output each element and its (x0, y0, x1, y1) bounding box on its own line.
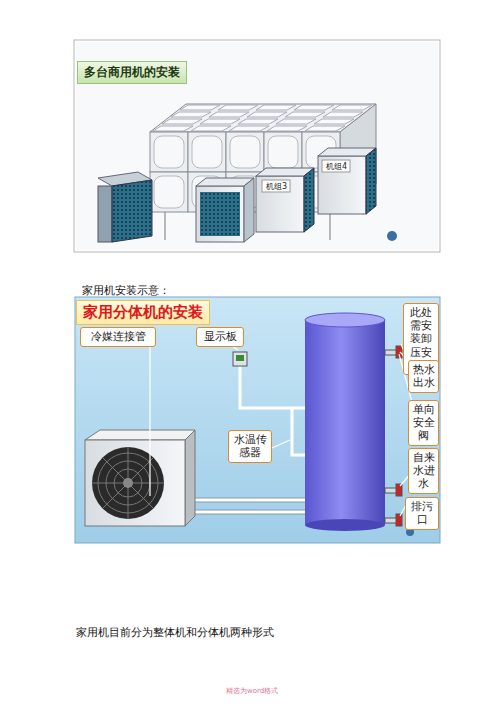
heat-pump-unit (98, 172, 152, 242)
image-ground (75, 297, 440, 543)
callout-box: 冷媒连接管 (80, 327, 156, 347)
pipe-fitting (385, 346, 402, 526)
callout-text: 冷媒连接管 (84, 330, 152, 343)
hot-water-tank (305, 313, 385, 531)
display-board (233, 352, 247, 366)
callout-text: 排污口 (409, 500, 435, 526)
image-ground (76, 42, 438, 250)
unit-label: 机组3 (266, 181, 287, 192)
callout-text: 显示板 (200, 330, 240, 343)
body-text: 家用机目前分为整体机和分体机两种形式 (76, 625, 274, 640)
heat-pump-unit (256, 168, 314, 232)
footer-note: 精选为word格式 (226, 686, 278, 696)
caption-text: 家用机安装示意： (82, 283, 170, 298)
callout-box: 单向安全阀 (408, 400, 439, 446)
callout-text: 单向安全阀 (412, 403, 435, 443)
callout-text: 家用分体机的安装 (83, 303, 203, 322)
section-banner: 家用分体机的安装 (76, 300, 210, 325)
pipe-edge (185, 498, 305, 514)
callout-box: 热水出水 (408, 360, 439, 393)
leader-line (150, 344, 412, 516)
image-frame (74, 40, 440, 252)
callout-text: 热水出水 (412, 363, 435, 389)
callout-box: 显示板 (196, 327, 244, 347)
heat-pump-unit (318, 148, 376, 214)
unit-label: 机组4 (326, 161, 347, 172)
logo-mark (387, 231, 397, 241)
callout-box: 自来水进水 (408, 448, 439, 494)
section-banner: 多台商用机的安装 (77, 61, 187, 84)
heat-pump-unit (196, 178, 254, 242)
callout-text: 水温传感器 (232, 433, 268, 459)
display-screen (236, 355, 244, 361)
callout-box: 排污口 (405, 497, 439, 530)
callout-box: 水温传感器 (228, 430, 272, 463)
callout-text: 多台商用机的安装 (84, 64, 180, 81)
outdoor-unit (85, 430, 195, 526)
water-tank (150, 104, 376, 240)
callout-text: 自来水进水 (412, 451, 435, 491)
